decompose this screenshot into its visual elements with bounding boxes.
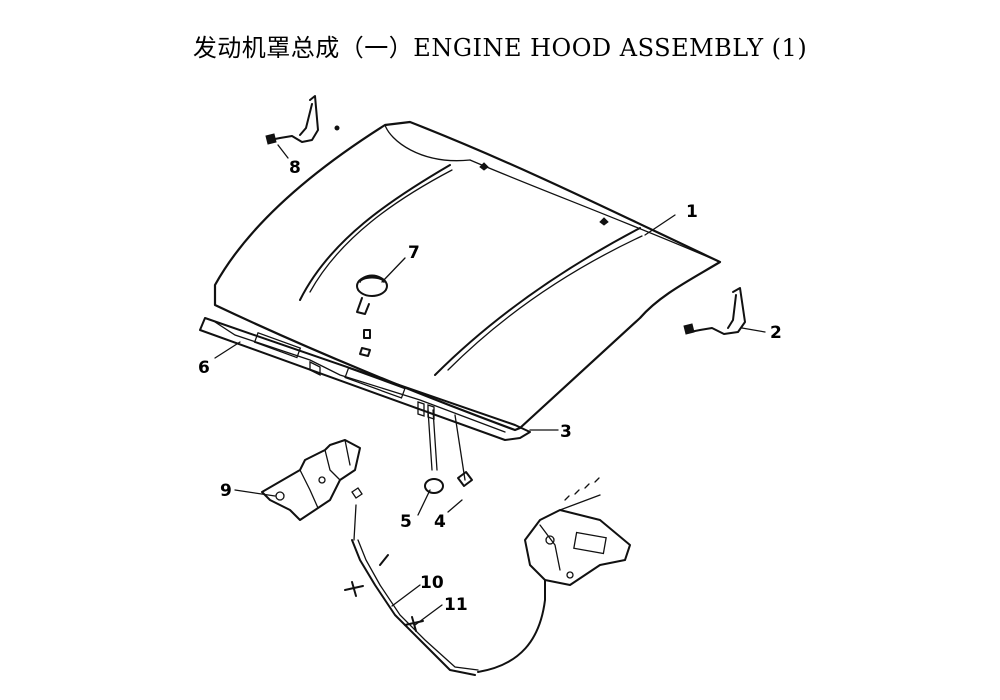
hood-latch-assembly — [524, 477, 631, 586]
callout-3: 3 — [560, 422, 572, 442]
release-cable — [344, 504, 546, 676]
left-hinge — [265, 95, 340, 145]
callout-7: 7 — [408, 243, 420, 263]
callout-10: 10 — [420, 573, 444, 593]
right-hinge — [683, 287, 746, 335]
callout-labels: 1 2 3 4 5 6 7 8 9 10 11 — [198, 158, 782, 615]
callout-8: 8 — [289, 158, 301, 178]
callout-2: 2 — [770, 323, 782, 343]
callout-9: 9 — [220, 481, 232, 501]
hood-emblem — [356, 274, 388, 357]
callout-4: 4 — [434, 512, 446, 532]
callout-11: 11 — [444, 595, 468, 615]
leader-lines — [214, 144, 766, 626]
hood-prop-fasteners — [424, 409, 473, 494]
callout-1: 1 — [686, 202, 698, 222]
latch-bracket — [261, 439, 363, 521]
page-title: 发动机罩总成（一）ENGINE HOOD ASSEMBLY (1) — [192, 34, 808, 62]
callout-5: 5 — [400, 512, 412, 532]
callout-6: 6 — [198, 358, 210, 378]
